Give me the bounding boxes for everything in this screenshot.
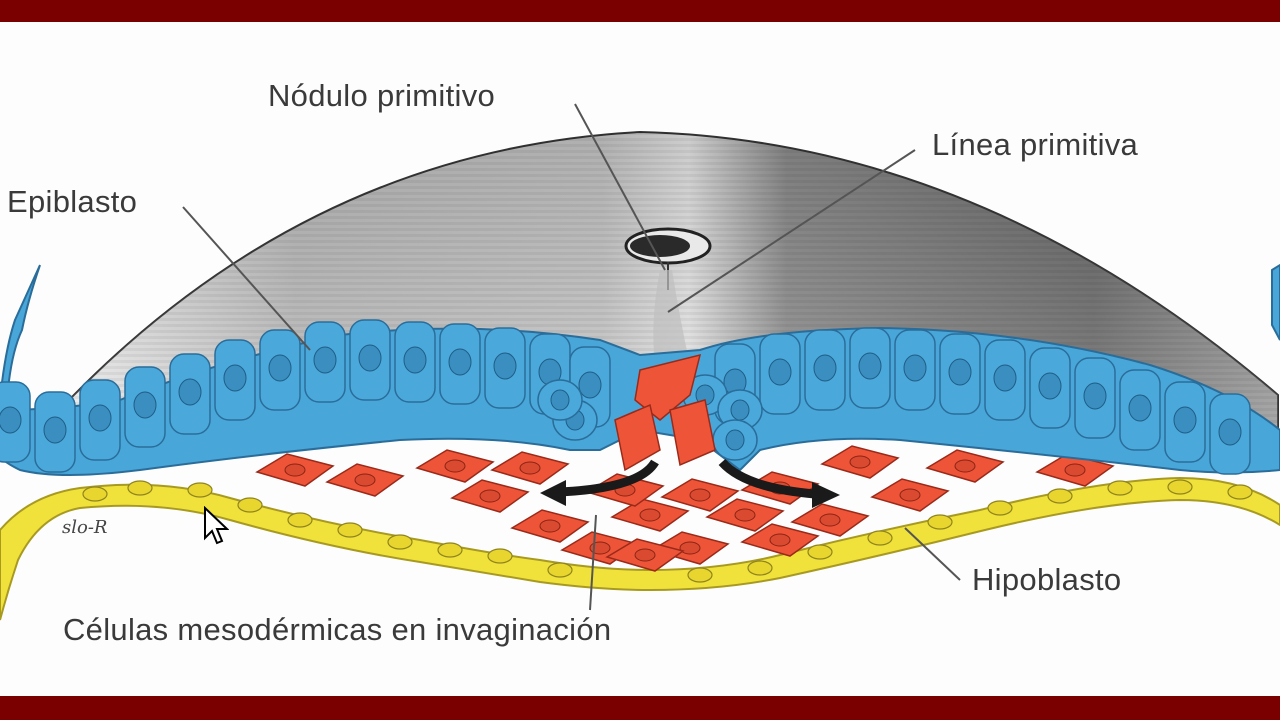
label-linea-primitiva: Línea primitiva: [932, 127, 1139, 162]
cell-nucleus: [689, 488, 711, 502]
label-epiblasto: Epiblasto: [7, 184, 138, 219]
hypoblast-nucleus: [1167, 479, 1193, 495]
invaginating-cell: [669, 399, 716, 467]
leader-line-epiblasto: [182, 206, 311, 351]
cell-nucleus: [479, 489, 501, 503]
cell-nucleus: [550, 389, 570, 411]
cell-nucleus: [539, 519, 561, 533]
cell-nucleus: [284, 463, 306, 477]
epiblast-cells: [0, 319, 1251, 475]
hypoblast-nucleus: [387, 534, 413, 550]
cell-nucleus: [1064, 463, 1086, 477]
cell-nucleus: [493, 352, 517, 380]
hypoblast-nucleus: [187, 482, 213, 498]
curved-arrow-icon: [559, 459, 659, 497]
cell-nucleus: [0, 406, 22, 434]
cell-nucleus: [354, 473, 376, 487]
cell-nucleus: [849, 455, 871, 469]
cell-nucleus: [1218, 418, 1242, 446]
mesoderm-cells: [255, 445, 1115, 572]
hypoblast-nucleus: [927, 514, 953, 530]
hypoblast-nucleus: [1107, 480, 1133, 496]
bottom-frame-bar: [0, 696, 1280, 720]
cell-nucleus: [358, 344, 382, 372]
cell-nucleus: [993, 364, 1017, 392]
top-frame-bar: [0, 0, 1280, 22]
cell-nucleus: [769, 533, 791, 547]
cell-nucleus: [88, 404, 112, 432]
invaginating-cell: [614, 403, 661, 472]
hypoblast-nucleus: [547, 562, 573, 578]
hypoblast-nucleus: [82, 486, 108, 502]
embryo-diagram: [0, 103, 1280, 621]
hypoblast-nucleus: [237, 497, 263, 513]
curved-arrow-icon: [540, 480, 566, 506]
cell-nucleus: [1038, 372, 1062, 400]
hypoblast-nucleus: [987, 500, 1013, 516]
cell-nucleus: [133, 391, 157, 419]
cell-nucleus: [1173, 406, 1197, 434]
hypoblast-nucleus: [1047, 488, 1073, 504]
cell-nucleus: [634, 548, 656, 562]
hypoblast-nucleus: [487, 548, 513, 564]
cell-nucleus: [639, 508, 661, 522]
cell-nucleus: [448, 348, 472, 376]
cell-nucleus: [679, 541, 701, 555]
cell-nucleus: [403, 346, 427, 374]
hypoblast-nucleus: [687, 567, 713, 583]
hypoblast-nucleus: [867, 530, 893, 546]
hypoblast-layer: [0, 476, 1280, 621]
cell-nucleus: [813, 354, 837, 382]
cell-nucleus: [519, 461, 541, 475]
label-celulas-mesodermicas: Células mesodérmicas en invaginación: [63, 612, 612, 647]
leader-line-nodulo: [574, 103, 666, 271]
hypoblast-nucleus: [807, 544, 833, 560]
cell-nucleus: [578, 371, 602, 399]
cell-nucleus: [313, 346, 337, 374]
leader-line-linea: [667, 149, 916, 313]
mouse-pointer-icon: [203, 505, 230, 551]
hypoblast-nucleus: [127, 480, 153, 496]
cell-nucleus: [1083, 382, 1107, 410]
cell-nucleus: [730, 399, 750, 421]
cell-nucleus: [858, 352, 882, 380]
diagram-canvas: Nódulo primitivo Línea primitiva Epiblas…: [0, 22, 1280, 696]
cell-nucleus: [725, 429, 745, 451]
leader-line-hipoblasto: [904, 527, 961, 581]
cell-nucleus: [903, 354, 927, 382]
primitive-streak-groove: [653, 270, 690, 365]
hypoblast-nucleus: [437, 542, 463, 558]
cell-nucleus: [819, 513, 841, 527]
cell-nucleus: [1128, 394, 1152, 422]
cell-nucleus: [954, 459, 976, 473]
cell-nucleus: [899, 488, 921, 502]
label-nodulo-primitivo: Nódulo primitivo: [268, 78, 496, 113]
hypoblast-nucleus: [287, 512, 313, 528]
cell-nucleus: [948, 358, 972, 386]
hypoblast-nucleus: [337, 522, 363, 538]
hypoblast-nucleus: [747, 560, 773, 576]
cell-nucleus: [223, 364, 247, 392]
invaginating-cell: [634, 353, 702, 421]
cell-nucleus: [734, 508, 756, 522]
cell-nucleus: [43, 416, 67, 444]
cell-nucleus: [768, 358, 792, 386]
hypoblast-nucleus: [1227, 484, 1253, 500]
hypoblast-nuclei: [82, 479, 1253, 583]
cell-nucleus: [268, 354, 292, 382]
artist-signature: slo-R: [62, 517, 108, 538]
cell-nucleus: [178, 378, 202, 406]
cell-nucleus: [444, 459, 466, 473]
leader-line-celulas: [589, 514, 597, 611]
curved-arrow-icon: [812, 482, 840, 508]
label-hipoblasto: Hipoblasto: [972, 562, 1122, 597]
curved-arrow-icon: [718, 458, 816, 499]
